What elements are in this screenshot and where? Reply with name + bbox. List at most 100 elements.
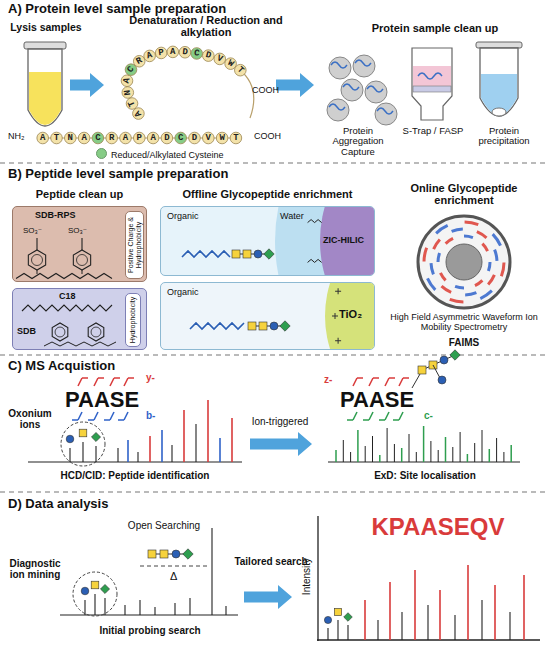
box-text: SO₃⁻ [68,227,87,236]
stroke [454,615,455,640]
stroke [401,612,402,640]
glycan-symbol [160,550,168,558]
stroke [124,605,125,615]
stroke [117,448,118,462]
stroke [327,628,328,640]
stroke [36,238,37,250]
box-text: Water [280,212,304,222]
stroke [335,450,337,462]
glycan-symbol [91,432,100,441]
legend-text: Reduced/Alkylated Cysteine [111,150,224,160]
stroke [0,354,546,355]
resin-box: C18SDBHydrophobicity [12,288,147,350]
stroke [225,606,226,615]
stroke [427,605,428,640]
stroke [438,450,439,462]
step-arrow [244,585,292,609]
stroke [347,419,353,421]
glycan-symbol [248,322,256,330]
callout-label: Oxonium ions [2,408,58,430]
panel-a-art [24,42,522,126]
stroke [377,620,378,640]
stroke [482,430,483,462]
property-tag: Positive Charge & Hydrophobicity [125,211,144,279]
stroke [385,378,389,386]
peptide-text: PAASE [340,388,414,412]
stroke [350,452,351,462]
faims-art [418,216,510,308]
stroke [174,603,175,615]
stroke [104,419,110,421]
stroke [28,461,242,462]
stroke [423,426,425,462]
ion-series-label: b- [146,410,155,421]
stroke [403,377,409,379]
method-label: HCD/CID: Peptide identification [30,470,240,481]
stroke [189,598,190,615]
chain-line [308,259,322,262]
benzene-ring [73,250,90,270]
stroke [389,377,395,379]
step-arrow [250,432,312,456]
glycan-symbol [438,376,446,384]
panel-title: D) Data analysis [8,497,108,511]
stroke [137,452,138,462]
stroke [353,378,357,386]
glycan-symbol [259,322,267,330]
stroke [140,566,208,567]
stroke [433,365,440,378]
stroke [369,412,373,420]
stroke [94,594,95,615]
stroke [317,516,318,641]
resin-box: SDB-RPSSO₃⁻SO₃⁻Positive Charge & Hydroph… [12,206,147,282]
stroke [78,412,82,420]
stroke [503,452,504,462]
box-text: Organic [167,212,199,222]
glycan-symbol [183,549,193,559]
stroke [357,377,363,379]
stroke [78,378,82,386]
method-label: S-Trap / FASP [402,126,464,136]
stroke [195,424,196,462]
glycan-symbol [280,321,290,331]
stroke [393,419,399,421]
stroke [412,374,420,388]
terminus-label: COOH [252,86,279,96]
stroke [430,441,431,462]
stroke [399,412,403,420]
section-label: Online Glycopeptide enrichment [384,182,544,206]
stroke [467,454,469,462]
ion-series-label: z- [324,374,332,385]
step-label: Protein sample clean up [330,22,540,34]
stroke [161,430,163,462]
enrichment-panel: OrganicWaterZIC-HILIC [160,206,375,276]
glycan-symbol [148,550,156,558]
stroke [467,565,469,640]
glycan-symbol [79,429,87,437]
chain-line [190,323,244,329]
stroke [183,410,185,462]
box-text: SDB-RPS [35,211,76,221]
method-label: High Field Asymmetric Waveform Ion Mobil… [384,313,544,333]
stroke [171,445,172,462]
stroke [365,446,366,462]
property-text: Hydrophobicity [129,293,137,347]
stroke [124,412,128,420]
stroke [347,625,348,640]
step-arrow [70,73,104,97]
stroke [0,491,546,492]
stroke [104,598,105,615]
section-label: Peptide clean up [12,188,147,200]
stroke [452,447,453,462]
method-label: Initial probing search [60,625,240,636]
method-label: ExD: Site localisation [320,470,530,481]
stroke [357,430,359,462]
callout-label: Diagnostic ion mining [2,558,68,580]
panel-title: B) Peptide level sample preparation [8,167,228,181]
stroke [110,412,114,420]
glycan-symbol [81,587,89,595]
stroke [445,437,447,462]
stroke [494,585,496,640]
stroke [72,419,78,421]
